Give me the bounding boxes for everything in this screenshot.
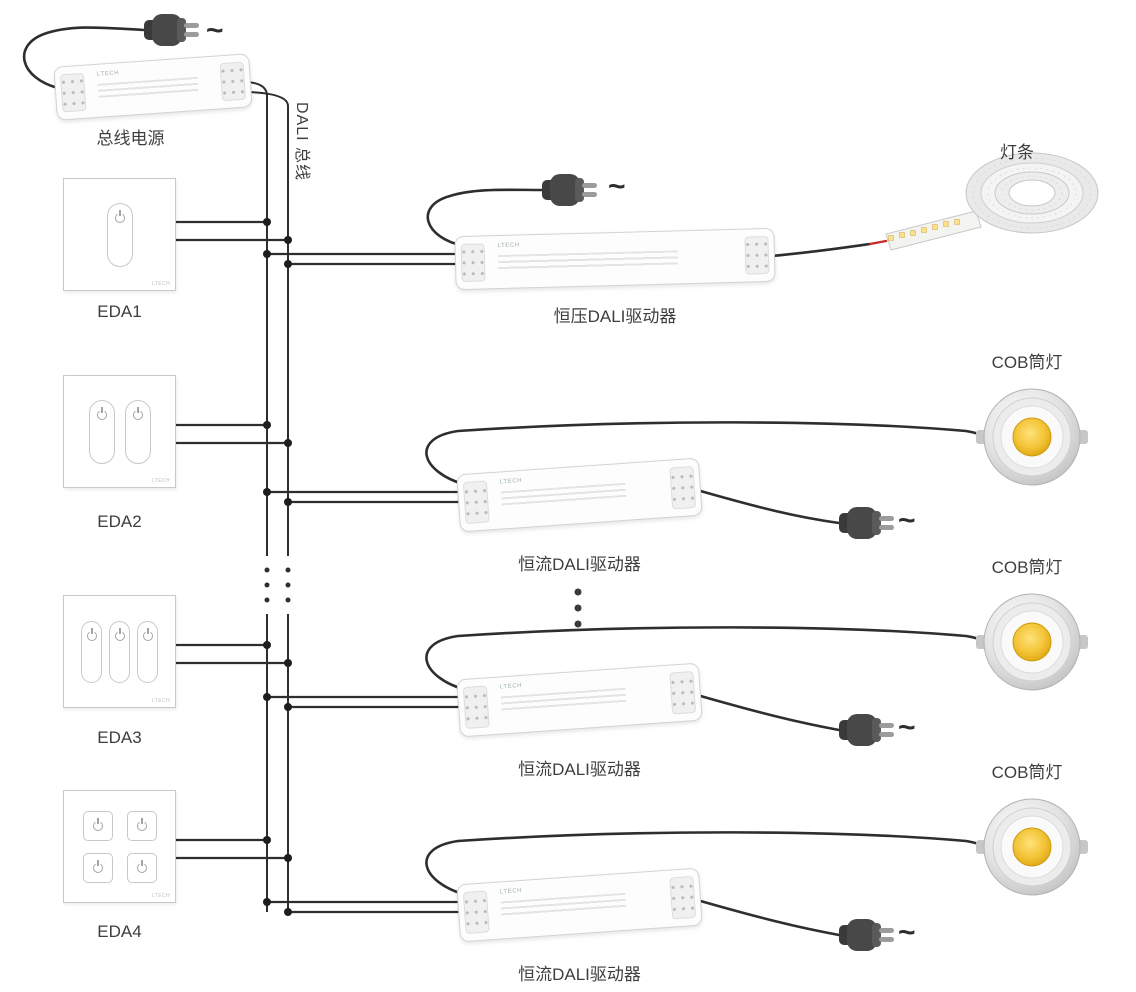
mains-plug-icon bbox=[839, 714, 894, 746]
touch-button bbox=[82, 852, 113, 883]
cob-downlight-2-label: COB筒灯 bbox=[991, 558, 1063, 577]
more-drivers-ellipsis bbox=[574, 588, 582, 628]
terminal-block bbox=[462, 685, 490, 730]
eda3-panel: LTECH bbox=[63, 595, 176, 708]
terminal-block bbox=[462, 480, 490, 525]
cc-driver-2-label: 恒流DALI驱动器 bbox=[518, 760, 641, 779]
touch-button bbox=[88, 399, 115, 464]
eda2-label: EDA2 bbox=[97, 512, 142, 531]
ac-symbol: ~ bbox=[206, 14, 224, 47]
brand-text: LTECH bbox=[499, 887, 523, 896]
power-icon bbox=[96, 409, 107, 420]
cc-driver-2-lamp-wire bbox=[425, 626, 987, 692]
eda4-panel: LTECH bbox=[63, 790, 176, 903]
panel-bus-wires bbox=[176, 220, 288, 860]
touch-button bbox=[137, 620, 158, 683]
touch-button bbox=[82, 810, 113, 841]
cc-driver-3-lamp-wire bbox=[425, 831, 987, 897]
cob-downlight-1-label: COB筒灯 bbox=[991, 353, 1063, 372]
power-icon bbox=[136, 862, 147, 873]
power-icon bbox=[114, 630, 125, 641]
terminal-block bbox=[460, 243, 486, 283]
ac-symbol: ~ bbox=[898, 711, 916, 744]
bus-continuation-dots bbox=[264, 567, 291, 603]
mains-plug-icon bbox=[144, 14, 199, 46]
cc-driver-1-label: 恒流DALI驱动器 bbox=[518, 555, 641, 574]
brand-text: LTECH bbox=[499, 477, 523, 486]
terminal-block bbox=[59, 72, 87, 113]
cv-driver-output-cord bbox=[770, 242, 872, 258]
cob-downlight-3-label: COB筒灯 bbox=[991, 763, 1063, 782]
mains-plug-icon bbox=[542, 174, 597, 206]
brand-text: LTECH bbox=[151, 698, 170, 704]
terminal-block bbox=[462, 890, 490, 935]
cob-downlight-1 bbox=[975, 388, 1089, 486]
eda3-label: EDA3 bbox=[97, 728, 142, 747]
terminal-block bbox=[744, 235, 770, 275]
device-print bbox=[497, 250, 679, 273]
cv-dali-driver: LTECH bbox=[454, 227, 776, 291]
cv-driver-label: 恒压DALI驱动器 bbox=[553, 307, 677, 326]
eda4-label: EDA4 bbox=[97, 922, 142, 941]
brand-text: LTECH bbox=[151, 478, 170, 484]
device-print bbox=[500, 482, 627, 509]
brand-text: LTECH bbox=[497, 242, 520, 250]
power-icon bbox=[86, 630, 97, 641]
power-supply-label: 总线电源 bbox=[96, 129, 165, 148]
led-strip-label: 灯条 bbox=[1000, 143, 1034, 162]
brand-text: LTECH bbox=[96, 70, 120, 78]
brand-text: LTECH bbox=[151, 281, 170, 287]
mains-plug-icon bbox=[839, 919, 894, 951]
cob-downlight-2 bbox=[975, 593, 1089, 691]
strip-red-wire bbox=[868, 239, 888, 246]
terminal-block bbox=[669, 875, 697, 920]
ac-symbol: ~ bbox=[898, 504, 916, 537]
ac-symbol: ~ bbox=[608, 170, 626, 203]
device-print bbox=[97, 76, 199, 101]
dali-bus-line-a bbox=[245, 81, 268, 912]
cc-driver-1-lamp-wire bbox=[425, 421, 987, 487]
touch-button bbox=[81, 620, 102, 683]
power-icon bbox=[142, 630, 153, 641]
touch-button bbox=[106, 202, 133, 267]
power-icon bbox=[136, 820, 147, 831]
cc-driver-2-mains-cord bbox=[695, 693, 841, 732]
cc-driver-3-label: 恒流DALI驱动器 bbox=[518, 965, 641, 984]
touch-button bbox=[126, 810, 157, 841]
eda2-panel: LTECH bbox=[63, 375, 176, 488]
device-print bbox=[500, 892, 627, 919]
touch-button bbox=[124, 399, 151, 464]
terminal-block bbox=[669, 465, 697, 510]
dali-bus-label: DALI 总线 bbox=[293, 102, 310, 182]
driver-bus-wires bbox=[267, 252, 480, 914]
power-icon bbox=[92, 862, 103, 873]
cc-driver-3-mains-cord bbox=[695, 898, 841, 937]
power-icon bbox=[114, 212, 125, 223]
junction-dots bbox=[263, 218, 292, 916]
terminal-block bbox=[219, 61, 247, 102]
cob-downlight-3 bbox=[975, 798, 1089, 896]
psu-mains-cord bbox=[22, 26, 146, 90]
eda1-label: EDA1 bbox=[97, 302, 142, 321]
cc-driver-1-mains-cord bbox=[695, 488, 841, 525]
ac-symbol: ~ bbox=[898, 916, 916, 949]
brand-text: LTECH bbox=[151, 893, 170, 899]
mains-plug-icon bbox=[839, 507, 894, 539]
touch-button bbox=[109, 620, 130, 683]
power-icon bbox=[92, 820, 103, 831]
cv-driver-mains-cord bbox=[426, 188, 544, 248]
eda1-panel: LTECH bbox=[63, 178, 176, 291]
terminal-block bbox=[669, 670, 697, 715]
power-icon bbox=[132, 409, 143, 420]
led-strip-coil bbox=[885, 152, 1099, 251]
touch-button bbox=[126, 852, 157, 883]
device-print bbox=[500, 687, 627, 714]
brand-text: LTECH bbox=[499, 682, 523, 691]
